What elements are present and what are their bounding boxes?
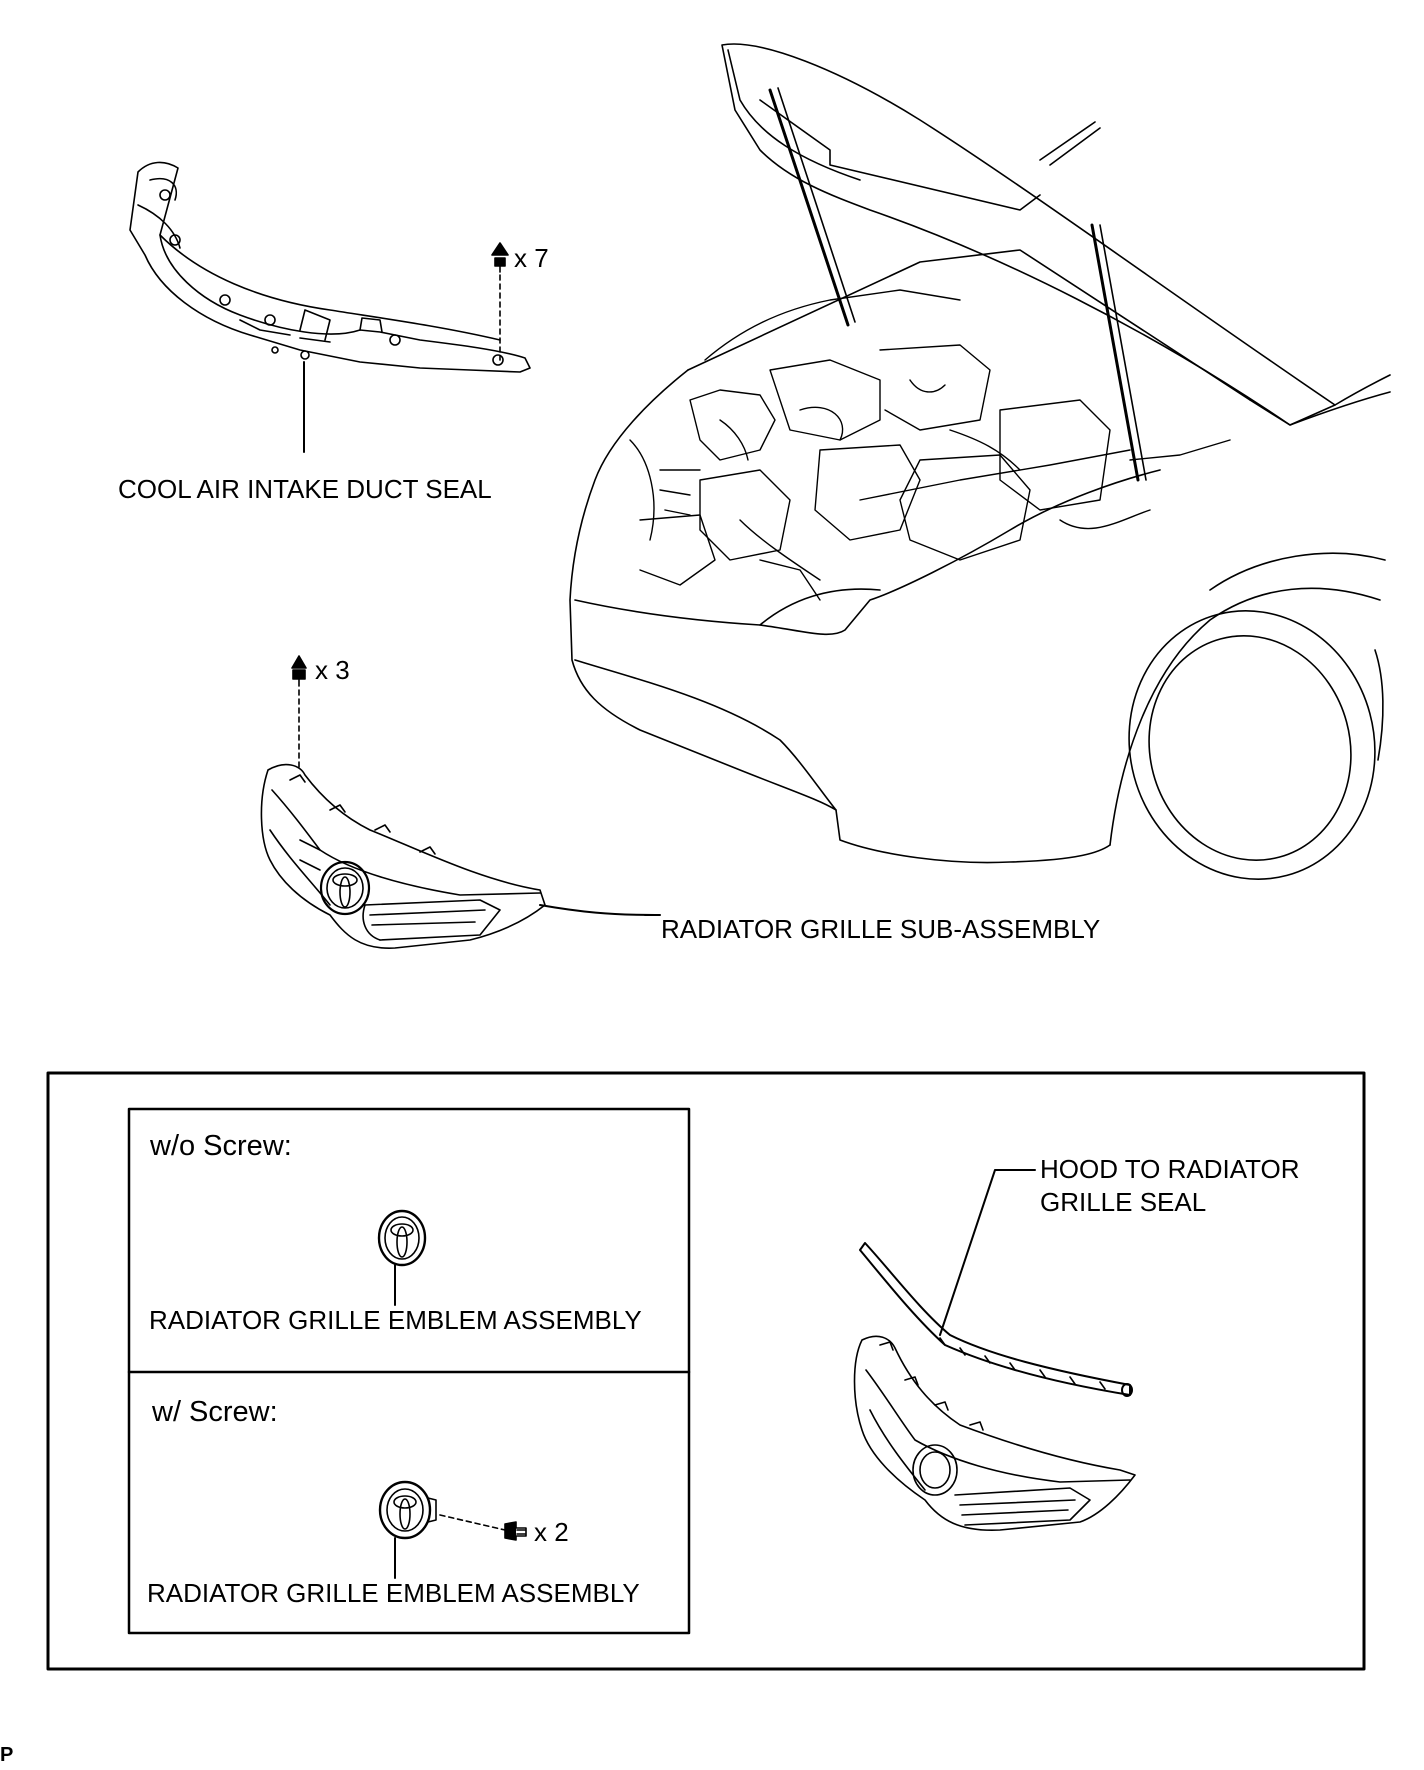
screw-icon (439, 1514, 527, 1541)
hood-seal-part (853, 1169, 1136, 1531)
emblem-icon (378, 1480, 437, 1579)
hood-seal-label-line1: HOOD TO RADIATOR (1040, 1154, 1300, 1184)
cool-air-intake-duct-seal-label: COOL AIR INTAKE DUCT SEAL (118, 474, 492, 504)
detail-box-frame (46, 1071, 1366, 1671)
with-screw-heading: w/ Screw: (152, 1396, 278, 1428)
clip-icon (491, 242, 509, 361)
radiator-grille-part (260, 655, 656, 949)
emblem-screw-quantity: x 2 (534, 1517, 569, 1547)
duct-seal-clip-quantity: x 7 (514, 243, 549, 273)
emblem-icon (319, 860, 371, 916)
emblem-icon (377, 1209, 427, 1306)
emblem-without-screw-label: RADIATOR GRILLE EMBLEM ASSEMBLY (149, 1305, 642, 1335)
corner-mark: P (0, 1744, 14, 1766)
without-screw-heading: w/o Screw: (150, 1130, 292, 1162)
hood-seal-leader-line (939, 1169, 1036, 1336)
grille-leader-line (539, 904, 656, 916)
cool-air-intake-duct-seal-part (129, 161, 531, 453)
hood-seal-label-line2: GRILLE SEAL (1040, 1187, 1207, 1217)
vehicle-illustration (569, 43, 1391, 880)
emblem-with-screw-label: RADIATOR GRILLE EMBLEM ASSEMBLY (147, 1578, 640, 1608)
grille-clip-quantity: x 3 (315, 655, 350, 685)
clip-icon (291, 655, 307, 769)
radiator-grille-sub-assembly-label: RADIATOR GRILLE SUB-ASSEMBLY (661, 914, 1101, 944)
